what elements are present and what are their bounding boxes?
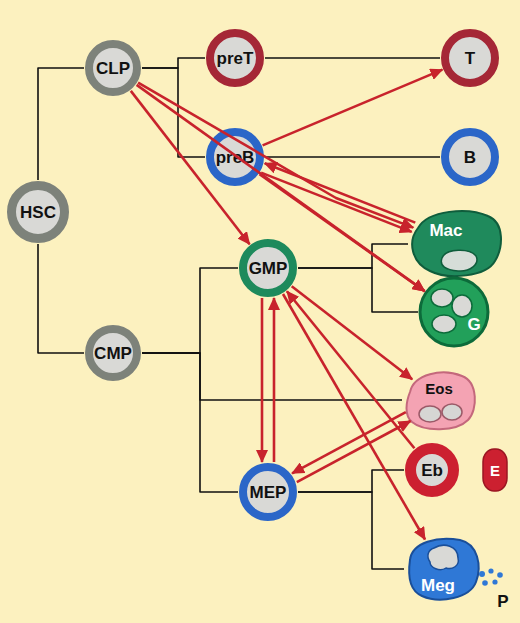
cell-circle: B — [440, 127, 500, 187]
node-label: Eb — [421, 462, 443, 479]
conversion-arrow — [283, 294, 425, 540]
node-label: T — [465, 50, 475, 67]
lineage-line — [298, 492, 404, 569]
lineage-line — [142, 353, 402, 400]
conversion-arrow — [261, 298, 264, 462]
node-outline — [408, 208, 504, 280]
precursor-circle: preT — [205, 28, 265, 88]
lineage-line — [142, 58, 205, 68]
stem-cell-circle: HSC — [6, 180, 70, 244]
lineage-line — [38, 244, 84, 353]
macrophage-blob: Mac — [408, 208, 504, 280]
node-label: E — [490, 463, 500, 478]
node-label: MEP — [250, 484, 287, 501]
node-label: CLP — [96, 60, 130, 77]
conversion-arrow — [138, 83, 413, 228]
lineage-line — [298, 268, 418, 312]
platelet-dots: P — [476, 566, 514, 612]
node-label: Mac — [429, 222, 462, 239]
megakaryocyte-blob: Meg — [404, 536, 480, 602]
conversion-arrow — [261, 173, 412, 232]
conversion-arrow — [131, 91, 250, 244]
node-label: preB — [216, 149, 255, 166]
node-label: GMP — [249, 260, 288, 277]
eosinophil-blob: Eos — [402, 370, 476, 430]
precursor-circle: preB — [205, 127, 265, 187]
node-label: G — [467, 316, 480, 333]
conversion-arrow — [273, 298, 276, 462]
conversion-arrow — [287, 291, 415, 448]
node-label: CMP — [94, 345, 132, 362]
node-label: P — [497, 593, 508, 610]
conversion-arrow — [292, 286, 413, 379]
conversion-arrow — [137, 85, 425, 291]
lineage-line — [38, 68, 84, 180]
node-outline — [418, 276, 490, 348]
conversion-arrow — [260, 174, 425, 291]
progenitor-circle: GMP — [238, 238, 298, 298]
lineage-line — [142, 68, 205, 157]
lineage-line — [298, 244, 408, 268]
lineage-line — [265, 57, 440, 59]
cell-circle: T — [440, 28, 500, 88]
lineage-line — [142, 353, 238, 492]
lineage-line — [265, 156, 440, 158]
conversion-arrow — [292, 412, 406, 473]
conversion-arrow — [297, 421, 411, 482]
conversion-arrow — [263, 70, 443, 146]
node-label: Meg — [421, 577, 455, 594]
progenitor-circle: MEP — [238, 462, 298, 522]
erythroblast-circle: Eb — [404, 442, 460, 498]
erythrocyte-shape: E — [482, 448, 508, 492]
granulocyte-circle: G — [418, 276, 490, 348]
lineage-line — [298, 470, 404, 492]
node-label: B — [464, 149, 476, 166]
progenitor-circle: CMP — [84, 324, 142, 382]
node-label: HSC — [20, 204, 56, 221]
node-label: preT — [217, 50, 254, 67]
lineage-line — [142, 268, 238, 353]
node-label: Eos — [425, 381, 453, 396]
progenitor-circle: CLP — [84, 39, 142, 97]
conversion-arrow — [265, 163, 416, 222]
node-outline — [402, 370, 476, 430]
